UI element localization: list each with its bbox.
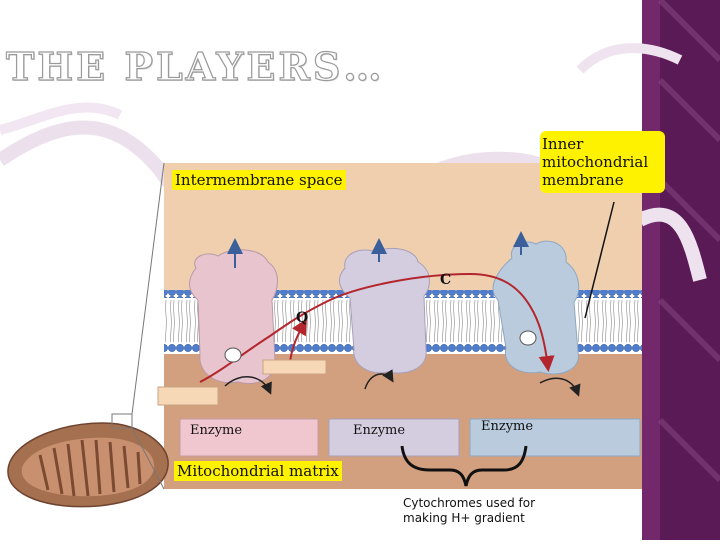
enzyme-box-small-left xyxy=(157,386,219,406)
cytochromes-note: Cytochromes used for making H+ gradient xyxy=(403,496,563,526)
protein-complex-4 xyxy=(492,240,580,375)
sidebar-band-light xyxy=(642,0,660,540)
inner-membrane-label: Inner mitochondrial membrane xyxy=(540,131,665,193)
enzyme-label-1: Enzyme xyxy=(190,423,243,438)
intermembrane-space-label: Intermembrane space xyxy=(172,170,346,190)
intermembrane-space-text: Intermembrane space xyxy=(172,170,346,190)
enzyme-box-3 xyxy=(469,418,641,457)
inner-membrane-pointer xyxy=(584,201,615,319)
enzyme-label-2: Enzyme xyxy=(353,423,406,438)
cytochromes-note-text: Cytochromes used for making H+ gradient xyxy=(403,496,536,525)
enzyme-label-3: Enzyme xyxy=(481,419,534,434)
q-label: Q xyxy=(296,310,309,326)
background-ribbon-right xyxy=(636,207,707,282)
cytochrome-brace xyxy=(400,445,528,487)
electron-path xyxy=(199,272,555,383)
enzyme-box-2 xyxy=(328,418,460,457)
matrix-text: Mitochondrial matrix xyxy=(174,461,342,481)
mitochondrion-illustration xyxy=(7,422,169,508)
enzyme-box-1 xyxy=(179,418,319,457)
matrix-label: Mitochondrial matrix xyxy=(174,461,342,481)
slide-title: THE PLAYERS… xyxy=(5,43,385,89)
zoom-box xyxy=(111,413,133,429)
c-label: C xyxy=(440,272,452,288)
enzyme-box-small-top xyxy=(262,359,327,375)
